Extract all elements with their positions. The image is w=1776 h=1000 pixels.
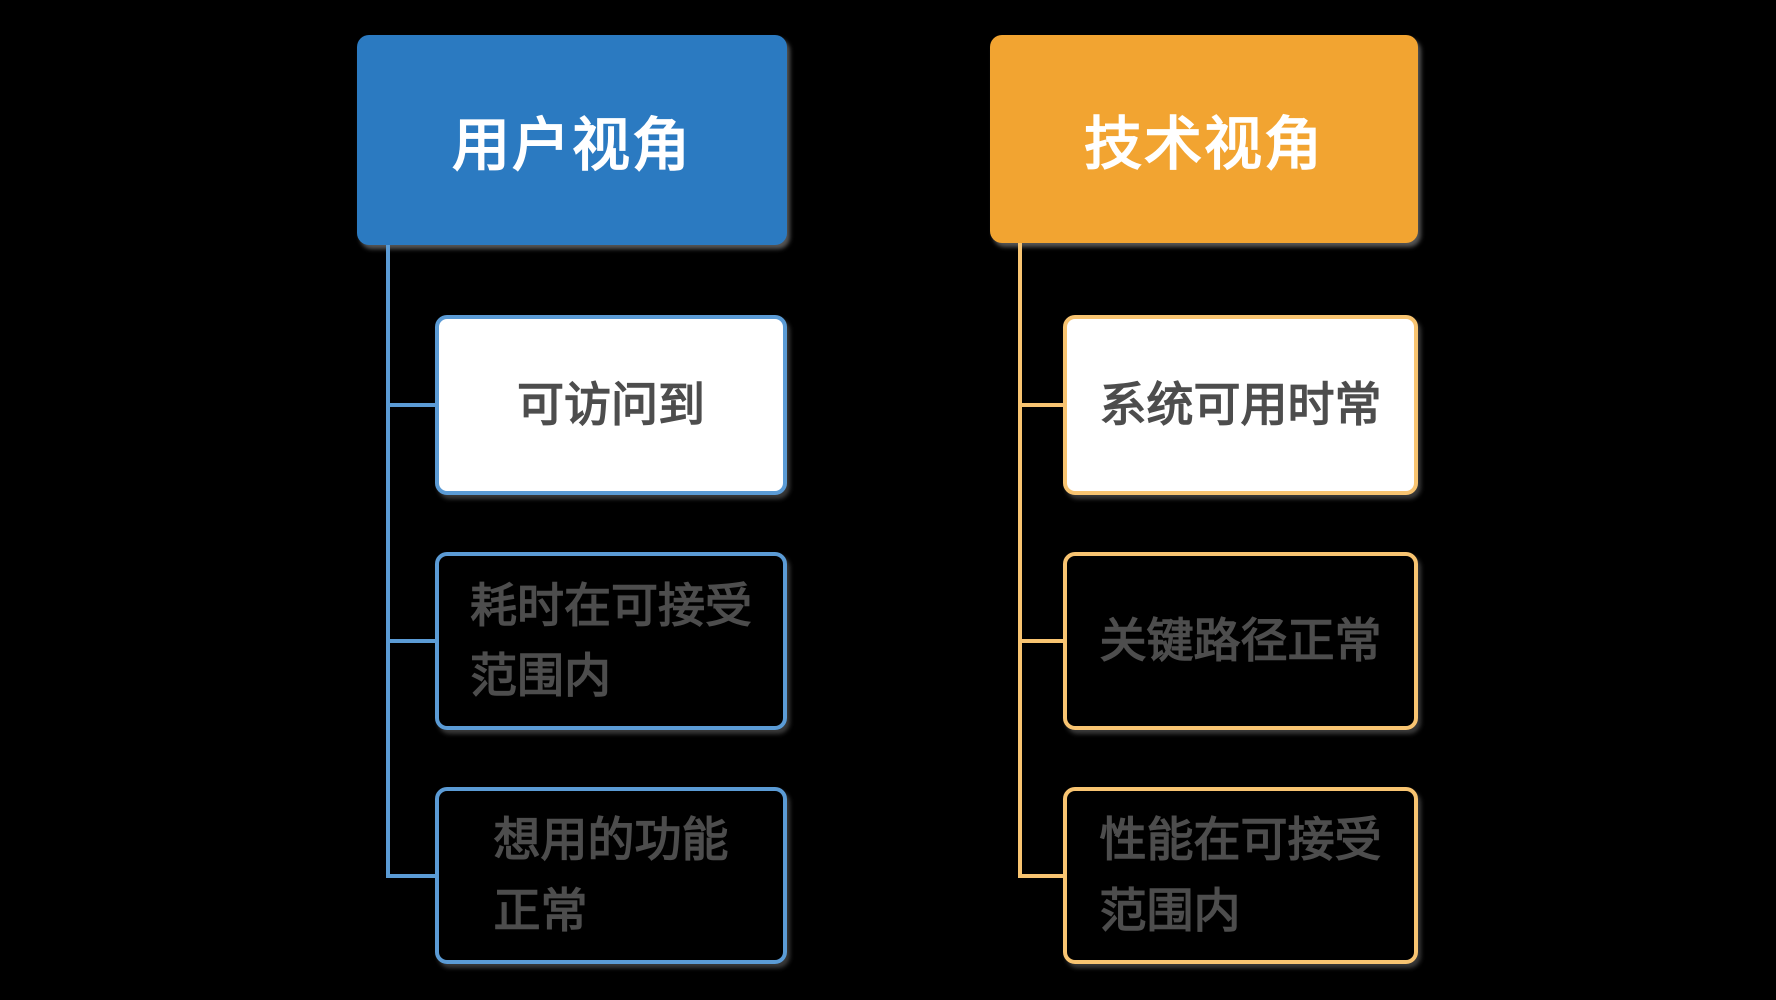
connector-user-branch-3: [388, 874, 435, 878]
node-system-availability-label: 系统可用时常: [1099, 377, 1382, 431]
connector-tech-branch-2: [1020, 639, 1063, 643]
node-performance-within-acceptable-range-label: 性能在可接受 范围内: [1099, 813, 1382, 937]
node-can-access: 可访问到: [435, 315, 787, 495]
connector-tech-vertical-line: [1018, 243, 1022, 878]
node-system-availability: 系统可用时常: [1063, 315, 1418, 495]
connector-tech-branch-3: [1020, 874, 1063, 878]
node-can-access-label: 可访问到: [517, 377, 705, 431]
user-perspective-header-label: 用户视角: [451, 113, 692, 178]
node-performance-within-acceptable-range: 性能在可接受 范围内: [1063, 787, 1418, 964]
node-time-within-acceptable-range-label: 耗时在可接受 范围内: [470, 578, 752, 703]
connector-user-vertical-line: [386, 245, 390, 878]
node-critical-path-normal: 关键路径正常: [1063, 552, 1418, 730]
node-tech-perspective-header: 技术视角: [990, 35, 1418, 243]
node-user-perspective-header: 用户视角: [357, 35, 787, 245]
node-critical-path-normal-label: 关键路径正常: [1099, 613, 1382, 667]
connector-user-branch-2: [388, 639, 435, 643]
connector-tech-branch-1: [1020, 403, 1063, 407]
connector-user-branch-1: [388, 403, 435, 407]
node-time-within-acceptable-range: 耗时在可接受 范围内: [435, 552, 787, 730]
node-desired-features-work-label: 想用的功能 正常: [493, 813, 729, 937]
tech-perspective-header-label: 技术视角: [1083, 112, 1324, 177]
node-desired-features-work: 想用的功能 正常: [435, 787, 787, 964]
